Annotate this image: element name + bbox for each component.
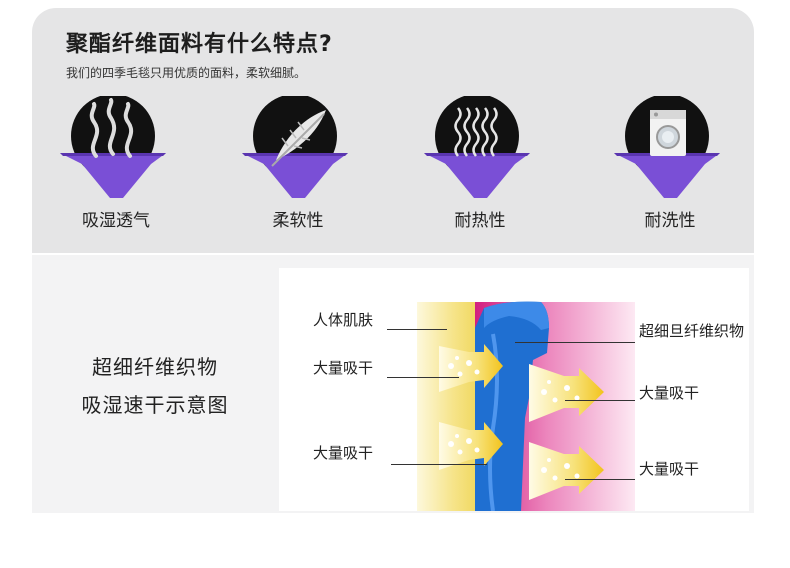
feature-label: 耐洗性 bbox=[644, 211, 696, 231]
absorb-leader-line bbox=[565, 479, 635, 480]
feature-breathable: 吸湿透气 bbox=[56, 96, 176, 236]
absorb-leader-line bbox=[387, 377, 459, 378]
fabric-leader-line bbox=[515, 342, 635, 343]
page-subtitle: 我们的四季毛毯只用优质的面料，柔软细腻。 bbox=[66, 66, 307, 80]
skin-leader-line bbox=[387, 329, 447, 330]
absorb-arrow bbox=[439, 344, 503, 392]
absorb-leader-line bbox=[565, 400, 635, 401]
absorb-arrow bbox=[439, 422, 503, 470]
feature-label: 吸湿透气 bbox=[82, 211, 150, 231]
moisture-wicking-diagram: 人体肌肤 超细旦纤维织物 大量吸干 大量吸干 大量吸干 大量吸干 bbox=[279, 268, 749, 511]
absorb-label: 大量吸干 bbox=[639, 460, 700, 478]
feature-label: 耐热性 bbox=[454, 211, 506, 231]
diagram-illustration bbox=[279, 268, 749, 511]
page-title: 聚酯纤维面料有什么特点? bbox=[66, 32, 333, 57]
absorb-label: 大量吸干 bbox=[639, 384, 700, 402]
feature-heat-resistance: 耐热性 bbox=[420, 96, 540, 236]
absorb-arrow bbox=[529, 364, 604, 422]
feather-icon bbox=[242, 96, 348, 198]
fabric-label: 超细旦纤维织物 bbox=[639, 322, 745, 340]
skin-label: 人体肌肤 bbox=[313, 311, 374, 329]
diagram-caption-line2: 吸湿速干示意图 bbox=[81, 393, 229, 417]
washing-machine-icon bbox=[614, 96, 720, 198]
feature-label: 柔软性 bbox=[272, 211, 324, 231]
feature-washability: 耐洗性 bbox=[610, 96, 730, 236]
steam-icon bbox=[60, 96, 166, 198]
absorb-arrow bbox=[529, 442, 604, 500]
absorb-leader-line bbox=[391, 464, 487, 465]
heat-waves-icon bbox=[424, 96, 530, 198]
feature-softness: 柔软性 bbox=[238, 96, 358, 236]
diagram-caption-line1: 超细纤维织物 bbox=[92, 355, 218, 379]
absorb-label: 大量吸干 bbox=[313, 359, 374, 377]
absorb-label: 大量吸干 bbox=[313, 444, 374, 462]
